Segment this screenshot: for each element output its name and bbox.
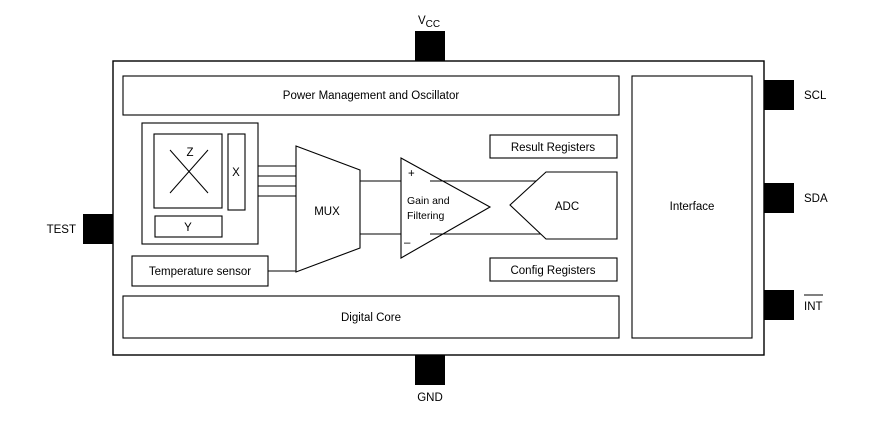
amp-label-line1: Gain and (407, 195, 450, 207)
power-label: Power Management and Oscillator (283, 90, 460, 102)
x-axis-element (227, 133, 246, 211)
mux-block (295, 145, 361, 273)
y-axis-element (154, 215, 223, 238)
amp-plus-label: + (408, 168, 415, 180)
power-block (122, 75, 620, 116)
config-registers-block (489, 257, 618, 282)
result-registers-block (489, 134, 618, 159)
temperature-sensor-label: Temperature sensor (149, 266, 251, 278)
digital-core-block (122, 295, 620, 339)
temperature-sensor-block (131, 255, 269, 287)
amp-label-line2: Filtering (407, 210, 445, 222)
scl-pin (764, 80, 794, 110)
gain-filtering-amplifier (400, 157, 492, 259)
x-label: X (232, 167, 240, 179)
vcc-pin (415, 31, 445, 61)
interface-label: Interface (670, 201, 715, 213)
scl-label: SCL (804, 90, 827, 102)
int-label: INT (804, 301, 823, 313)
sda-pin (764, 183, 794, 213)
mux-label: MUX (314, 206, 340, 218)
test-pin (83, 214, 113, 244)
config-registers-label: Config Registers (510, 265, 595, 277)
adc-label: ADC (555, 201, 579, 213)
int-pin (764, 290, 794, 320)
vcc-label: VCC (418, 15, 440, 30)
gnd-label: GND (417, 392, 443, 404)
z-cross-line (169, 149, 209, 194)
adc-block (509, 171, 618, 240)
z-label: Z (186, 147, 193, 159)
test-label: TEST (47, 224, 76, 236)
digital-core-label: Digital Core (341, 312, 401, 324)
sda-label: SDA (804, 193, 828, 205)
y-label: Y (184, 222, 192, 234)
result-registers-label: Result Registers (511, 142, 596, 154)
interface-block (631, 75, 753, 339)
amp-minus-label: – (404, 237, 411, 249)
gnd-pin (415, 355, 445, 385)
